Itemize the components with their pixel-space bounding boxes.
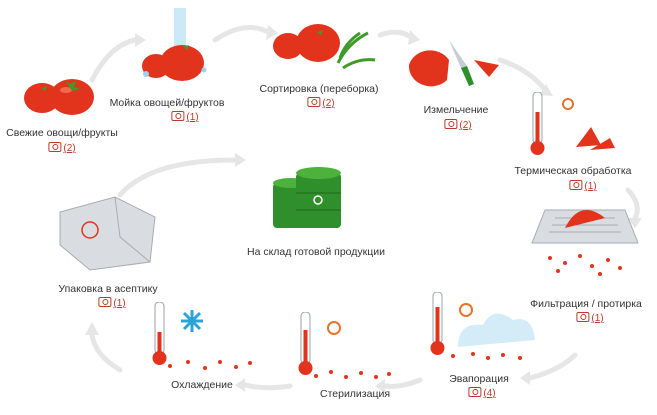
camera-icon (444, 119, 457, 129)
thermometer-icon (528, 92, 618, 157)
center-label-warehouse: На склад готовой продукции (247, 246, 385, 258)
photo-link-washing[interactable]: (1) (171, 111, 198, 123)
camera-icon (48, 142, 61, 152)
photo-link-heat[interactable]: (1) (569, 180, 596, 192)
knife-icon (404, 35, 504, 90)
photo-link-fresh[interactable]: (2) (48, 142, 75, 154)
steam-icon (428, 292, 538, 364)
photo-link-sorting[interactable]: (2) (307, 97, 334, 109)
camera-icon (569, 180, 582, 190)
step-label-filtration: Фильтрация / протирка (530, 298, 642, 310)
package-icon (55, 192, 165, 272)
camera-icon (98, 297, 111, 307)
step-label-sterilization: Стерилизация (320, 388, 390, 400)
step-label-packaging: Упаковка в асептику (58, 283, 157, 295)
step-label-washing: Мойка овощей/фруктов (110, 97, 225, 109)
camera-icon (307, 97, 320, 107)
photo-link-packaging[interactable]: (1) (98, 297, 125, 309)
step-label-sorting: Сортировка (переборка) (260, 83, 379, 95)
photo-link-evaporation[interactable]: (4) (468, 387, 495, 399)
step-label-heat: Термическая обработка (514, 165, 631, 177)
camera-icon (171, 111, 184, 121)
camera-icon (576, 312, 589, 322)
step-label-evaporation: Эвапорация (449, 373, 509, 385)
tomato-icon (20, 70, 100, 120)
step-label-chopping: Измельчение (424, 104, 489, 116)
snowflake-icon (150, 302, 260, 374)
sun-icon (296, 312, 396, 382)
water-icon (134, 8, 214, 83)
camera-icon (468, 387, 481, 397)
tomato-icon (268, 18, 378, 78)
photo-link-filtration[interactable]: (1) (576, 312, 603, 324)
step-label-fresh: Свежие овощи/фрукты (6, 127, 118, 139)
barrel-icon (268, 165, 358, 233)
sieve-icon (530, 198, 640, 283)
step-label-cooling: Охлаждение (171, 379, 233, 391)
photo-link-chopping[interactable]: (2) (444, 119, 471, 131)
